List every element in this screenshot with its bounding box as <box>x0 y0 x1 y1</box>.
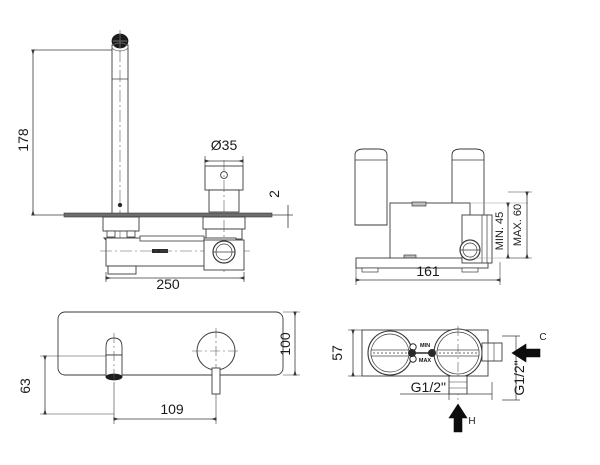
dimension-inlet-side: G1/2" <box>502 335 527 401</box>
dimension-label-100: 100 <box>277 332 293 356</box>
label-cold: C <box>539 332 546 343</box>
hot-inlet-nipple <box>448 375 468 395</box>
spout-plan <box>105 333 123 382</box>
dimension-projection: 250 <box>105 272 245 292</box>
view-rough-in-plan: 57 MIN MAX <box>329 326 547 433</box>
label-inlet-side: G1/2" <box>511 360 527 395</box>
dimension-plate-thickness: 2 <box>266 190 293 228</box>
dimension-label-57: 57 <box>329 345 345 361</box>
label-min: MIN <box>420 343 430 349</box>
handle-assembly: Ø35 <box>202 137 246 272</box>
hot-supply-arrow: H <box>448 403 476 433</box>
handle-plan <box>192 328 240 395</box>
dimension-depth-max: MAX. 60 <box>508 191 532 259</box>
dimension-inlet-bottom: G1/2" <box>400 379 493 400</box>
cold-supply-arrow: C <box>511 332 547 363</box>
view-escutcheon-plan: 100 63 109 <box>17 311 300 424</box>
dimension-spout-height: 178 <box>15 49 112 216</box>
dimension-handle-spacing: 109 <box>113 382 217 424</box>
escutcheon-plate <box>57 311 284 376</box>
cold-inlet-nipple <box>481 342 503 362</box>
dimension-spout-offset: 63 <box>17 355 114 415</box>
spout-tube <box>111 30 129 262</box>
wall-plate-section <box>63 212 273 218</box>
dimension-body-height: 57 <box>329 329 362 377</box>
dimension-label-diameter-35: Ø35 <box>211 137 238 153</box>
dimension-label-min-45: MIN. 45 <box>494 212 506 251</box>
view-side-elevation: MIN. 45 MAX. 60 161 <box>354 148 532 285</box>
dimension-label-63: 63 <box>17 378 33 394</box>
label-inlet-bottom: G1/2" <box>411 379 446 395</box>
min-max-indicator: MIN MAX <box>408 343 436 364</box>
handle-lever <box>211 367 221 395</box>
label-hot: H <box>468 416 475 427</box>
dimension-label-2: 2 <box>266 190 282 198</box>
cartridge-left <box>354 148 388 226</box>
dimension-label-max-60: MAX. 60 <box>512 204 524 246</box>
dimension-body-width: 161 <box>355 262 501 285</box>
dimension-depth-min: MIN. 45 <box>494 202 510 259</box>
body-block <box>389 202 471 266</box>
dimension-label-109-value: 109 <box>160 401 184 417</box>
dimension-label-161: 161 <box>416 263 440 279</box>
dimension-label-178: 178 <box>15 128 31 152</box>
rough-in-body-section <box>100 216 250 275</box>
dimension-label-250: 250 <box>156 276 180 292</box>
label-max: MAX <box>419 358 432 364</box>
view-front-elevation-section: 178 2 Ø35 <box>15 30 293 292</box>
dimension-plate-height: 100 <box>277 311 300 376</box>
